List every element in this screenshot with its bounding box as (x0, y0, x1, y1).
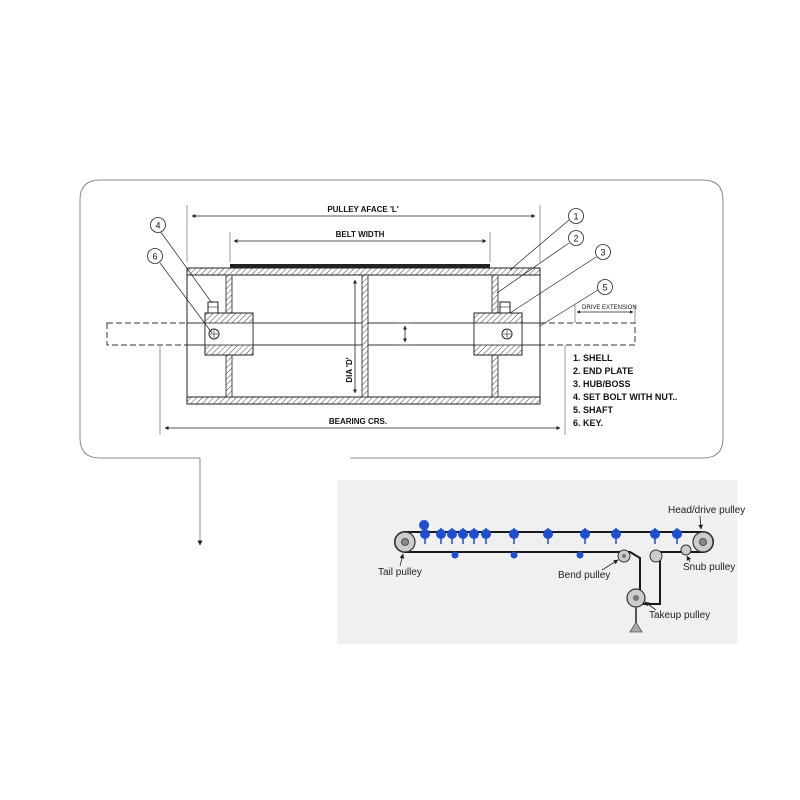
drive-extension-label: DRIVE EXTENSION (582, 305, 637, 311)
callout-3: 3 (595, 244, 611, 260)
callout-2: 2 (568, 230, 584, 246)
conveyor-panel-background (337, 480, 737, 644)
legend-item-shell: 1. SHELL (573, 353, 613, 363)
bearing-centres-label: BEARING CRS. (329, 417, 387, 426)
idler (419, 520, 430, 530)
head-drive-pulley-label: Head/drive pulley (668, 505, 745, 516)
pulley-section-drawing: PULLEY AFACE 'L' BELT WIDTH DIA 'D' BEAR… (106, 205, 677, 435)
svg-text:6: 6 (152, 252, 157, 262)
set-bolt-left (207, 301, 219, 314)
return-idlers (451, 551, 584, 559)
diameter-label: DIA 'D' (345, 357, 354, 382)
callout-4: 4 (150, 217, 166, 233)
tail-pulley-label: Tail pulley (378, 567, 422, 578)
belt-width-label: BELT WIDTH (336, 230, 385, 239)
shell-bottom (186, 396, 541, 405)
drawing-frame (79, 179, 724, 459)
bend-pulley-label: Bend pulley (558, 570, 610, 581)
snub-pulley-2 (649, 549, 663, 563)
svg-text:4: 4 (155, 221, 160, 231)
legend-item-key: 6. KEY. (573, 418, 603, 428)
shell-top (186, 267, 541, 276)
svg-text:1: 1 (573, 212, 578, 222)
legend-item-end-plate: 2. END PLATE (573, 366, 633, 376)
face-width-label: PULLEY AFACE 'L' (327, 205, 398, 214)
svg-text:2: 2 (573, 234, 578, 244)
snub-pulley (680, 544, 692, 556)
legend-item-shaft: 5. SHAFT (573, 405, 614, 415)
shaft-left-extension (106, 322, 188, 346)
conveyor-layout-diagram: Head/drive pulley Tail pulley Bend pulle… (337, 480, 745, 644)
legend-item-set-bolt: 4. SET BOLT WITH NUT.. (573, 392, 677, 402)
set-bolt-right (499, 301, 511, 314)
return-idler (510, 551, 518, 559)
shaft-right-extension (539, 322, 636, 346)
legend-item-hub: 3. HUB/BOSS (573, 379, 631, 389)
snub-pulley-label: Snub pulley (683, 562, 735, 573)
return-idler (451, 551, 459, 559)
belt-strip (230, 264, 490, 268)
parts-legend: 1. SHELL 2. END PLATE 3. HUB/BOSS 4. SET… (573, 353, 677, 428)
centre-plate (361, 274, 369, 398)
svg-text:5: 5 (602, 283, 607, 293)
callout-5: 5 (597, 279, 613, 295)
svg-text:3: 3 (600, 248, 605, 258)
return-idler (576, 551, 584, 559)
takeup-pulley-label: Takeup pulley (649, 610, 710, 621)
callout-1: 1 (568, 208, 584, 224)
callout-6: 6 (147, 248, 163, 264)
